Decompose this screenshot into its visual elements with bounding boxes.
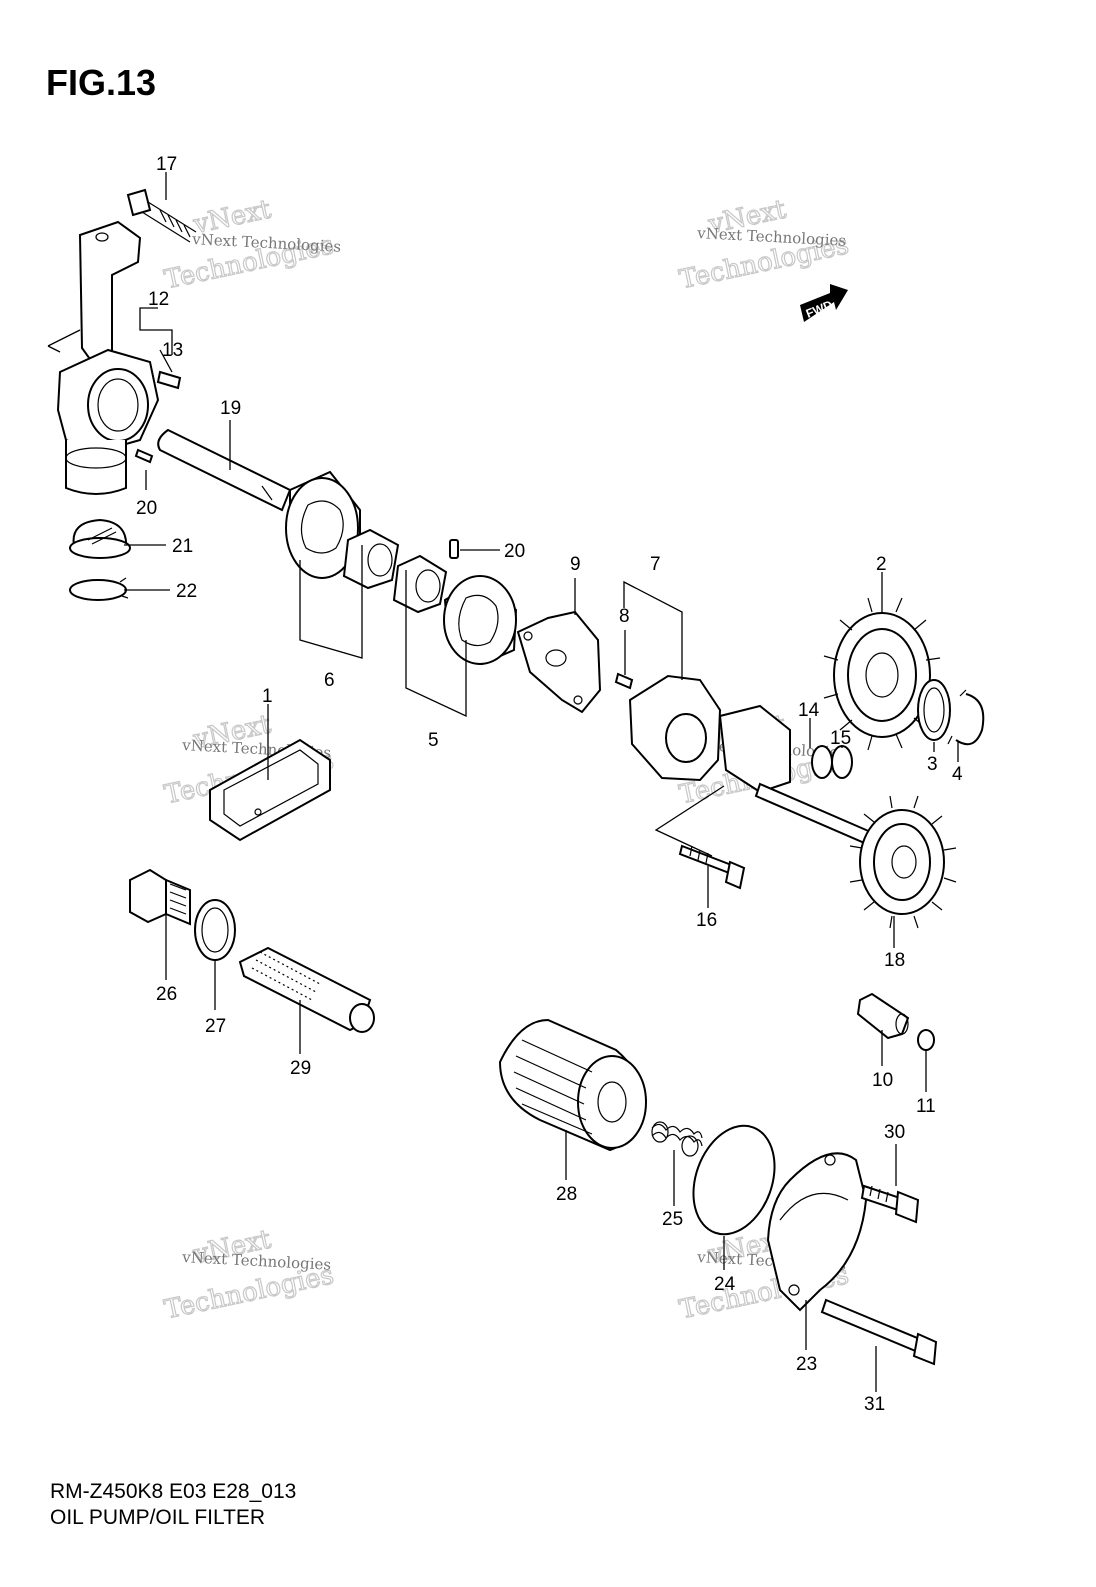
callout-27: 27 [205,1016,226,1037]
callout-11: 11 [916,1096,936,1117]
oil-filter-cap-23 [766,1152,868,1312]
inner-rotor-6 [342,528,400,590]
callout-16: 16 [696,910,717,931]
callout-1: 1 [262,686,273,707]
fitting-10 [856,992,910,1040]
pin-20-left [134,448,154,464]
outer-rotor-6 [285,470,361,580]
washer-3 [917,679,951,741]
pump-case [718,704,791,794]
callout-13: 13 [162,340,183,361]
oil-strainer-21 [69,518,131,559]
pump-plate-9 [516,610,602,714]
washer-27 [194,899,236,961]
callout-30: 30 [884,1122,905,1143]
figure-title: FIG.13 [46,62,157,103]
pin-20-center [449,539,459,559]
callout-5: 5 [428,730,439,751]
figure-caption: OIL PUMP/OIL FILTER [50,1506,266,1529]
watermark-text: vNext Technologies [181,1248,332,1274]
callout-26: 26 [156,984,177,1005]
bolt-16 [678,844,746,890]
outer-rotor-5 [443,575,518,666]
oil-filter-screen-29 [238,946,375,1033]
pump-body-7 [628,674,722,782]
spring-25 [651,1121,703,1157]
callout-8: 8 [619,606,630,627]
pin-8 [614,672,634,690]
callout-3: 3 [927,754,938,775]
callout-24: 24 [714,1274,736,1295]
callout-15: 15 [830,728,851,749]
o-ring-15 [831,745,853,779]
drain-plug-26 [129,868,191,926]
callout-19: 19 [220,398,241,419]
callout-12: 12 [148,289,169,310]
part-callouts: 17 12 13 19 20 21 22 20 9 7 8 2 6 5 1 14… [136,154,963,1415]
o-ring-14 [811,745,833,779]
callout-29: 29 [290,1058,311,1079]
callout-20-left: 20 [136,498,157,519]
shaft-18 [754,782,882,850]
callout-20-center: 20 [504,541,525,562]
callout-31: 31 [864,1394,885,1415]
o-ring-11 [917,1029,935,1051]
dowel-pin-13 [156,370,182,390]
callout-6: 6 [324,670,335,691]
bolt-30 [860,1184,920,1224]
callout-18: 18 [884,950,905,971]
callout-14: 14 [798,700,820,721]
shaft-19 [157,428,292,512]
bolt-31 [820,1298,938,1366]
circlip-4 [947,689,985,746]
callout-9: 9 [570,554,581,575]
o-ring-24 [692,1124,776,1236]
inner-rotor-5 [392,554,448,614]
fwd-arrow-icon: FWD [800,284,848,322]
callout-25: 25 [662,1209,683,1230]
callout-23: 23 [796,1354,817,1375]
bolt-17 [126,188,197,243]
callout-17: 17 [156,154,177,175]
fwd-label: FWD [804,297,835,320]
callout-22: 22 [176,581,197,602]
gear-18 [849,795,957,929]
callout-21: 21 [172,536,193,557]
callout-7: 7 [650,554,661,575]
model-code: RM-Z450K8 E03 E28_013 [50,1480,297,1503]
oil-filter-28 [498,1018,648,1152]
callout-10: 10 [872,1070,893,1091]
callout-28: 28 [556,1184,577,1205]
gear-2 [823,597,941,751]
circlip-22 [69,577,129,601]
callout-2: 2 [876,554,887,575]
leader-lines [124,172,959,1392]
callout-4: 4 [952,764,963,785]
oil-pump-cover-assembly [47,220,160,495]
gasket-1 [209,738,331,842]
